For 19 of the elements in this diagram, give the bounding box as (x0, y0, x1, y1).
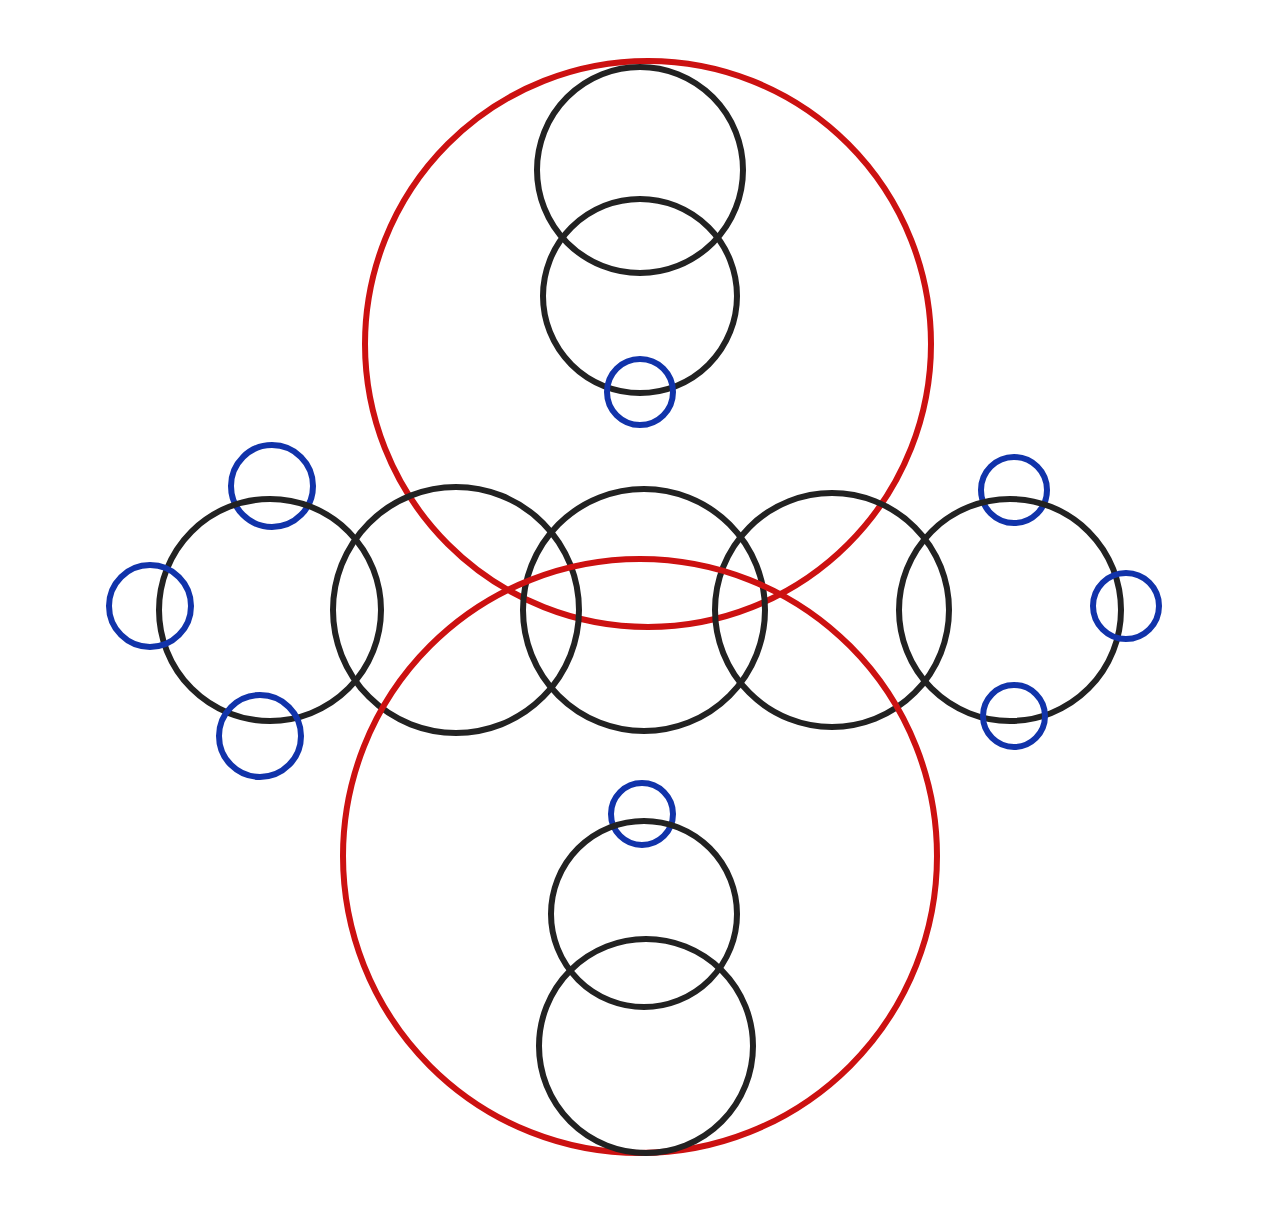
circle (330, 484, 582, 736)
circle (520, 486, 768, 734)
circle (548, 818, 740, 1010)
circle (980, 682, 1048, 750)
circle (536, 936, 756, 1156)
circle (534, 64, 746, 276)
circle (156, 496, 384, 724)
circle (540, 196, 740, 396)
circle (340, 556, 940, 1156)
circle (228, 442, 316, 530)
circle (712, 490, 952, 730)
circle (362, 58, 934, 630)
circle (978, 454, 1050, 526)
circle (106, 562, 194, 650)
circle (604, 356, 676, 428)
circle (896, 496, 1124, 724)
circle (608, 780, 676, 848)
circle (1090, 570, 1162, 642)
circle (216, 692, 304, 780)
